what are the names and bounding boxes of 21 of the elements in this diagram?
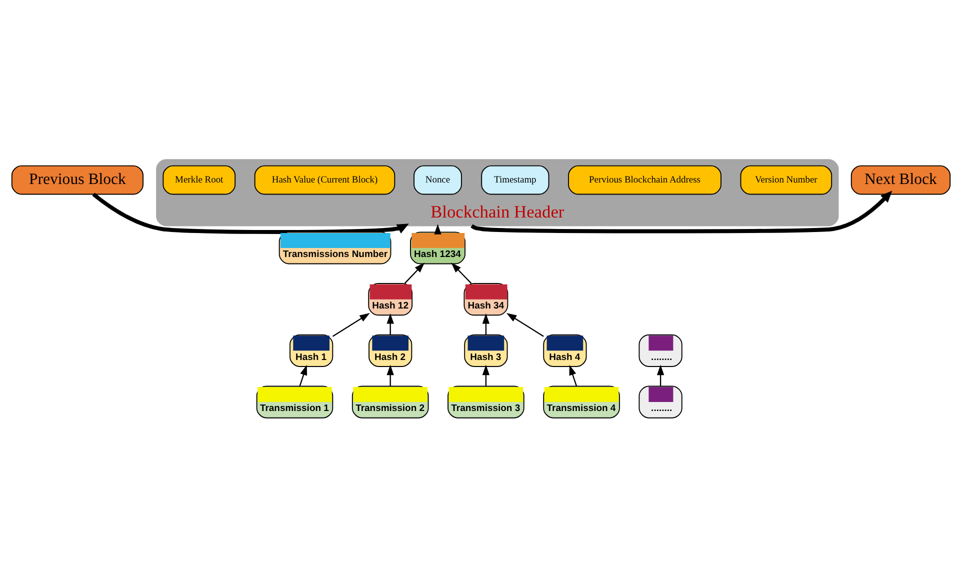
node-box: Merkle Root xyxy=(162,164,236,194)
arrow xyxy=(569,364,578,386)
arrow xyxy=(506,312,544,336)
node-box: Nonce xyxy=(414,164,462,194)
arrow xyxy=(451,262,472,284)
arrow xyxy=(386,364,394,386)
arrow xyxy=(656,364,664,386)
node-box: Previous Block xyxy=(11,164,144,194)
arrow xyxy=(332,312,370,336)
node-box: Timestamp xyxy=(481,164,550,194)
arrow xyxy=(404,262,425,284)
node-box: Next Block xyxy=(850,164,951,194)
node-box: Hash Value (Current Block) xyxy=(254,164,396,194)
arrow xyxy=(470,190,892,233)
arrow xyxy=(299,364,308,386)
node-box: Pervious Blockchain Address xyxy=(568,164,722,194)
arrow xyxy=(482,312,490,334)
node-box: Version Number xyxy=(740,164,832,194)
arrow xyxy=(92,192,409,234)
arrow xyxy=(386,312,394,334)
arrow xyxy=(482,364,490,386)
